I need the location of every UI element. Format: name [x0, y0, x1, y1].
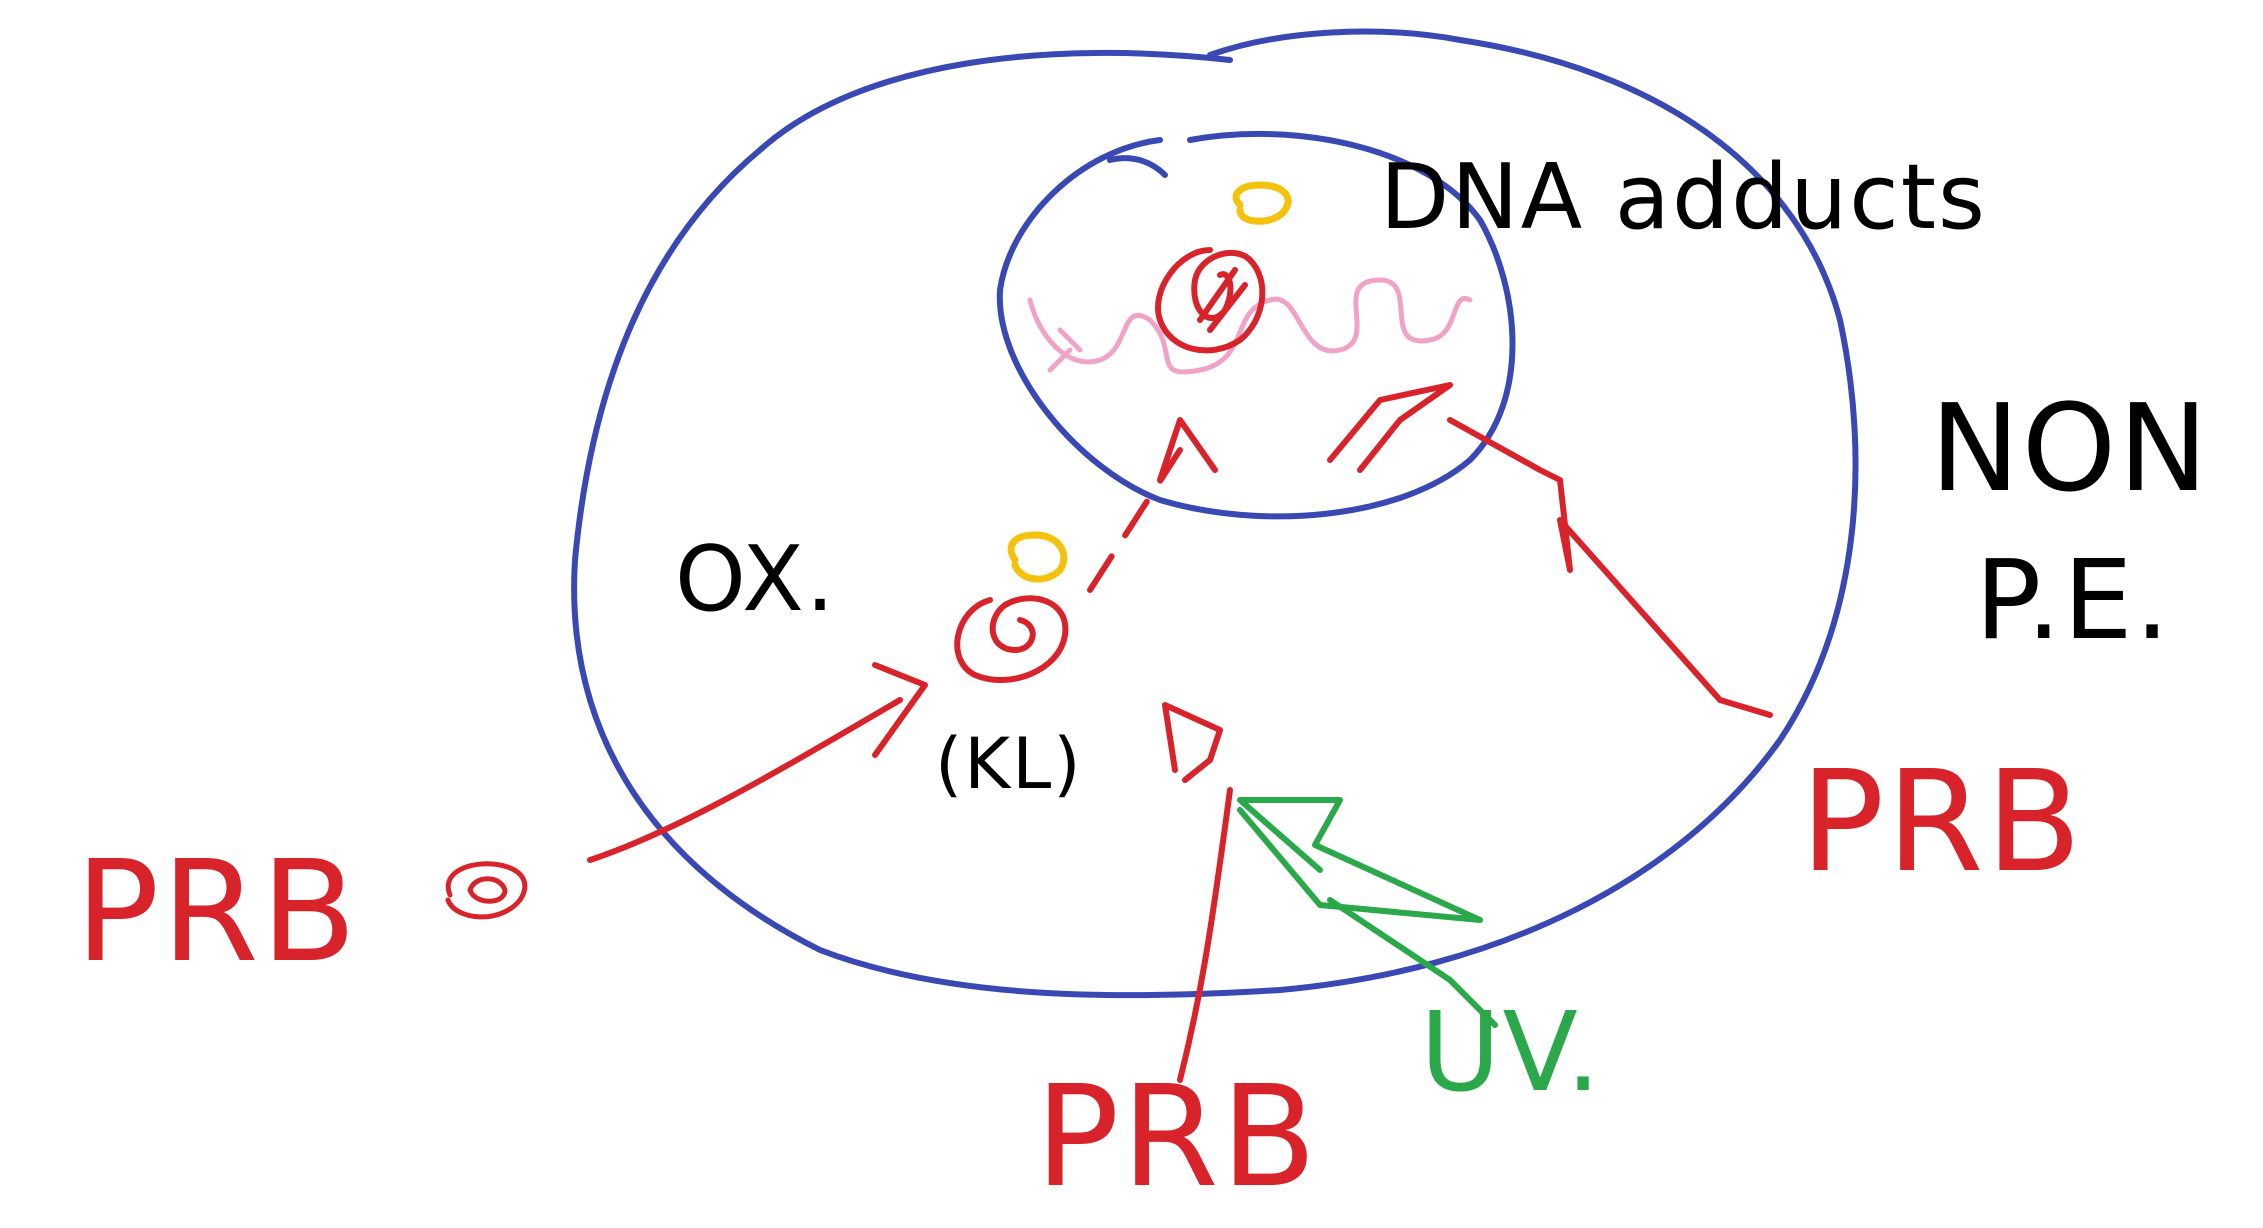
reactive-metabolite: [954, 595, 1069, 683]
prb-molecule: [445, 861, 528, 920]
label-prb-bottom: PRB: [1035, 1056, 1319, 1219]
label-uv: UV.: [1420, 988, 1603, 1116]
label-non-pe-line1: NON: [1930, 380, 2210, 519]
arrow-prb-right: [1447, 417, 1773, 718]
label-dna-adducts: DNA adducts: [1380, 145, 1987, 250]
adduct-marker-nucleus: [1232, 181, 1292, 225]
label-non-pe-line2: P.E.: [1975, 536, 2172, 664]
label-ox: OX.: [675, 527, 836, 632]
label-kl: (KL): [935, 723, 1083, 805]
nucleus-membrane: [996, 130, 1516, 520]
dna-adduct-mark: [1155, 247, 1266, 354]
arrowhead-prb-bottom-icon: [1162, 702, 1223, 783]
arrowhead-to-nucleus-icon: [1157, 417, 1218, 483]
arrow-prb-left: [587, 697, 903, 863]
arrow-prb-bottom: [1177, 787, 1233, 1083]
arrowhead-uv-icon: [1237, 797, 1483, 923]
cell-membrane: [571, 28, 1859, 999]
label-prb-right: PRB: [1800, 741, 2084, 904]
arrowhead-prb-left-icon: [872, 662, 928, 758]
dna-strand: [1027, 277, 1473, 375]
arrowhead-prb-right-icon: [1327, 382, 1453, 473]
adduct-marker-cytoplasm: [1007, 531, 1068, 583]
arrow-uv: [1327, 897, 1498, 1028]
label-prb-left: PRB: [75, 831, 359, 994]
